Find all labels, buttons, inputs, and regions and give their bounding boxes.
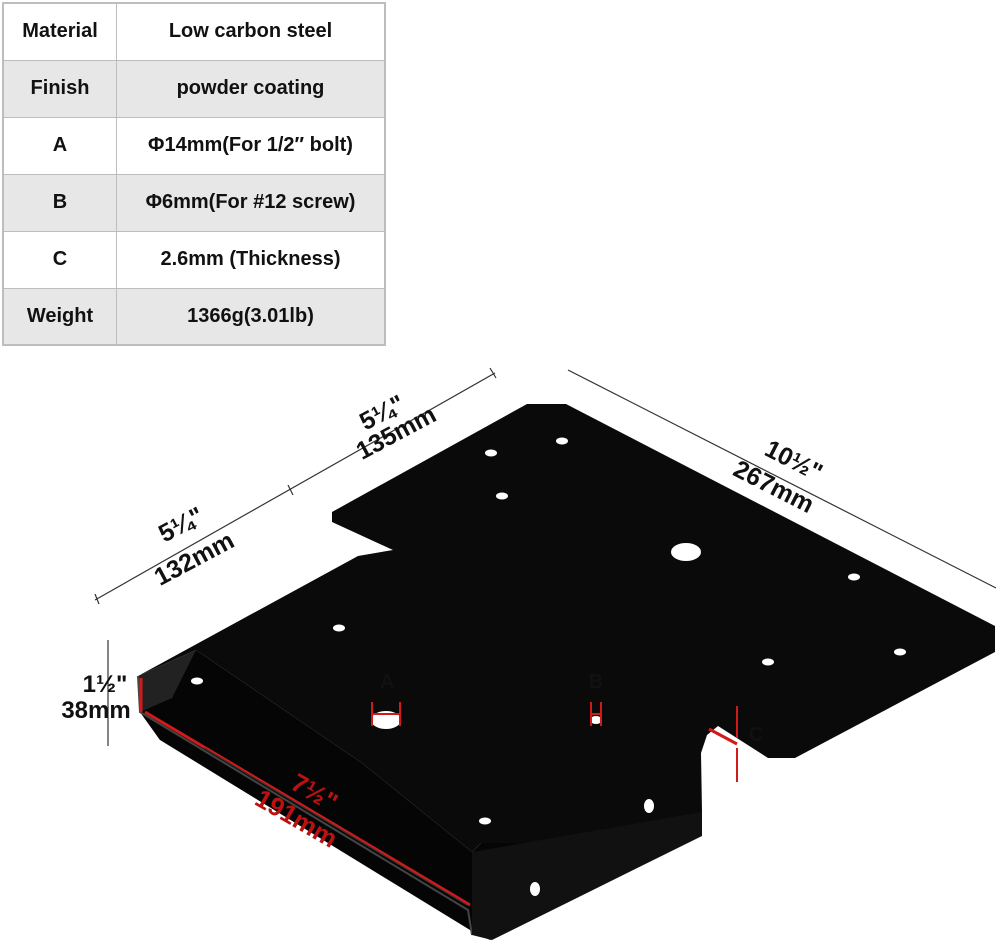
spec-row-b: B Φ6mm(For #12 screw) bbox=[2, 173, 386, 232]
hole-b bbox=[590, 716, 602, 724]
spec-table: Material Low carbon steel Finish powder … bbox=[2, 2, 386, 346]
hole bbox=[191, 677, 203, 685]
measure-a bbox=[371, 702, 401, 726]
dim-height-inch: 1½" bbox=[83, 671, 128, 698]
dim-height-mm: 38mm bbox=[61, 697, 130, 724]
hole bbox=[556, 437, 568, 445]
holes bbox=[191, 437, 906, 896]
hole-a bbox=[371, 711, 401, 729]
dimension-lines bbox=[94, 367, 997, 906]
hole bbox=[485, 449, 497, 457]
callout-b: B bbox=[589, 671, 603, 693]
spec-key: Material bbox=[2, 2, 117, 61]
hole bbox=[496, 492, 508, 500]
spec-value: powder coating bbox=[116, 59, 386, 118]
spec-key: C bbox=[2, 230, 117, 289]
hole bbox=[530, 882, 540, 896]
plate-top-surface bbox=[138, 404, 995, 852]
spec-value: Low carbon steel bbox=[116, 2, 386, 61]
hole bbox=[644, 799, 654, 813]
hole bbox=[848, 573, 860, 581]
callout-a: A bbox=[380, 671, 394, 693]
measure-b bbox=[590, 702, 602, 726]
spec-value: Φ6mm(For #12 screw) bbox=[116, 173, 386, 232]
hole bbox=[894, 648, 906, 656]
plate-flange-edge bbox=[137, 675, 473, 936]
hole bbox=[479, 817, 491, 825]
spec-value: 1366g(3.01lb) bbox=[116, 287, 386, 346]
red-highlight bbox=[139, 678, 738, 907]
spec-row-material: Material Low carbon steel bbox=[2, 2, 386, 61]
spec-row-weight: Weight 1366g(3.01lb) bbox=[2, 287, 386, 346]
plate-front-face bbox=[472, 812, 702, 940]
spec-key: Weight bbox=[2, 287, 117, 346]
spec-row-finish: Finish powder coating bbox=[2, 59, 386, 118]
spec-key: Finish bbox=[2, 59, 117, 118]
hole bbox=[762, 658, 774, 666]
spec-row-a: A Φ14mm(For 1/2″ bolt) bbox=[2, 116, 386, 175]
plate bbox=[137, 404, 995, 940]
callout-c: C bbox=[749, 724, 763, 746]
hole-large bbox=[671, 543, 701, 561]
hole bbox=[333, 624, 345, 632]
spec-value: Φ14mm(For 1/2″ bolt) bbox=[116, 116, 386, 175]
